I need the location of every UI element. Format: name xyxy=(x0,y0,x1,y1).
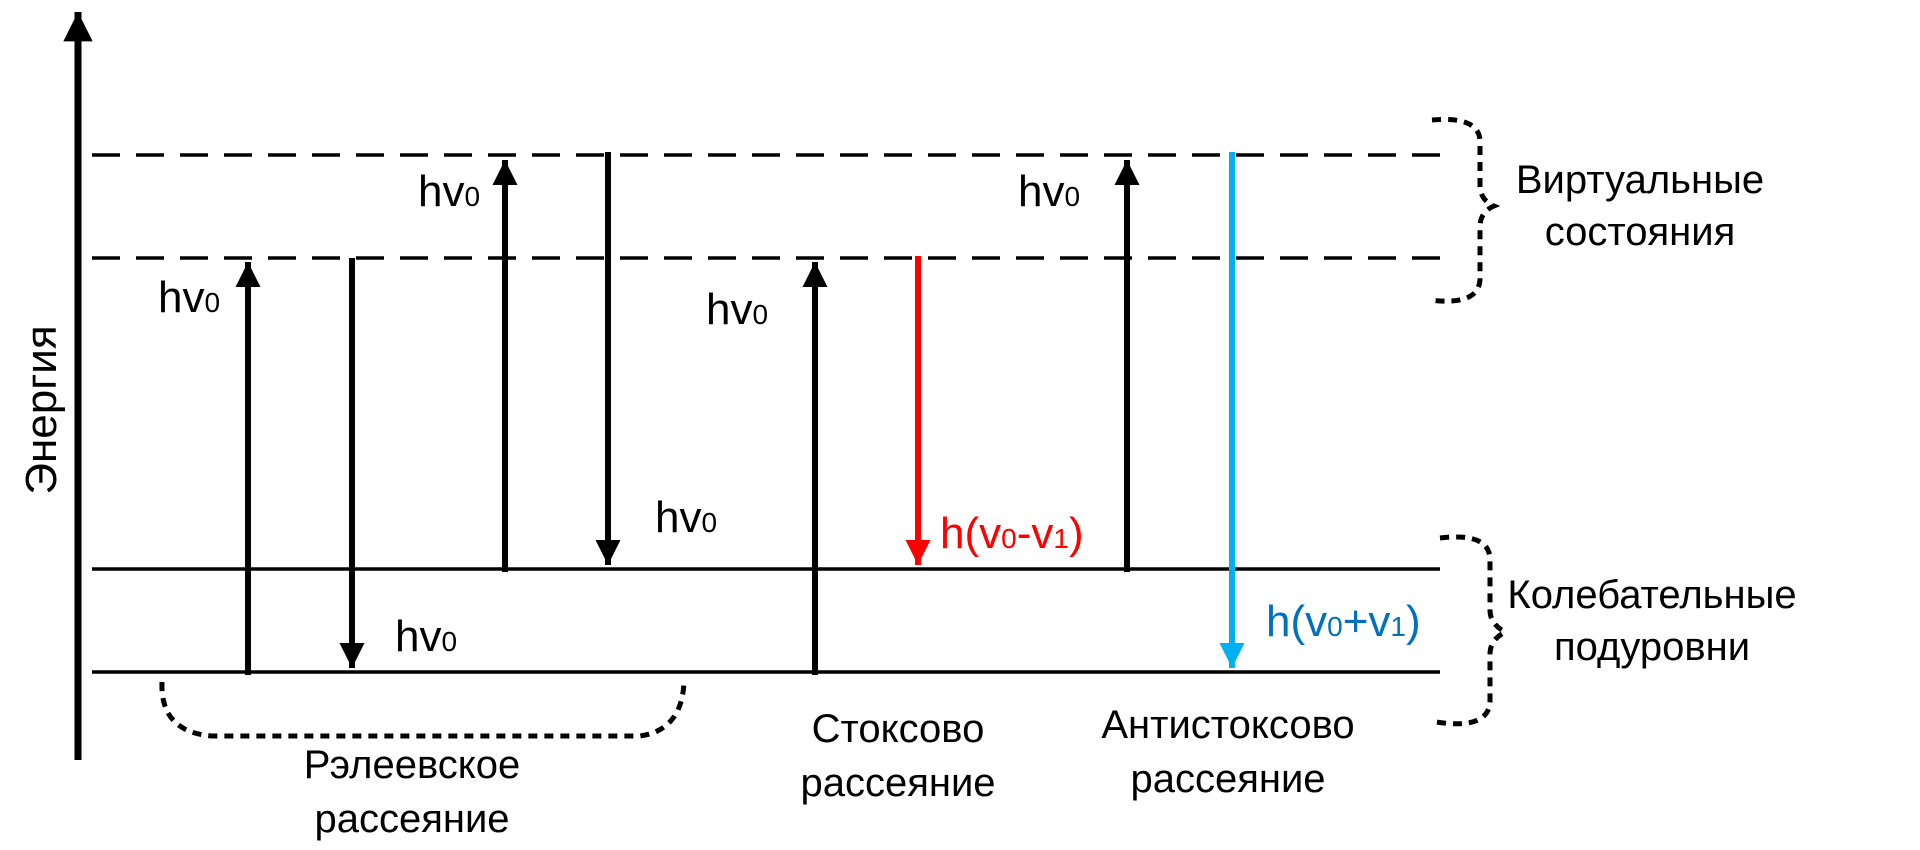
rayleigh-label-line2: рассеяние xyxy=(314,797,509,841)
stokes-label-line2: рассеяние xyxy=(800,761,995,805)
photon-label-rayleigh-in-1: hv0 xyxy=(158,273,220,322)
vibrational-sublevels-label-line2: подуровни xyxy=(1554,625,1750,669)
brace-virtual-states xyxy=(1429,116,1501,304)
photon-label-rayleigh-out-2: hv0 xyxy=(655,493,717,542)
brace-vibrational-sublevels xyxy=(1435,534,1511,727)
photon-label-stokes-out: h(v0-v1) xyxy=(940,509,1084,558)
stokes-label-line1: Стоксово xyxy=(812,707,985,751)
anti-stokes-label-line1: Антистоксово xyxy=(1101,703,1354,747)
photon-label-anti-stokes-in: hv0 xyxy=(1018,167,1080,216)
brace-rayleigh xyxy=(159,681,687,739)
photon-label-rayleigh-out-1: hv0 xyxy=(395,612,457,661)
photon-label-rayleigh-in-2: hv0 xyxy=(418,167,480,216)
rayleigh-label-line1: Рэлеевское xyxy=(304,743,520,787)
anti-stokes-label-line2: рассеяние xyxy=(1130,757,1325,801)
vibrational-sublevels-label-line1: Колебательные xyxy=(1507,573,1796,617)
energy-axis-label: Энергия xyxy=(17,325,66,494)
photon-label-anti-stokes-out: h(v0+v1) xyxy=(1266,597,1421,646)
photon-label-stokes-in: hv0 xyxy=(706,285,768,334)
virtual-states-label-line1: Виртуальные xyxy=(1516,158,1764,202)
virtual-states-label-line2: состояния xyxy=(1545,210,1736,254)
